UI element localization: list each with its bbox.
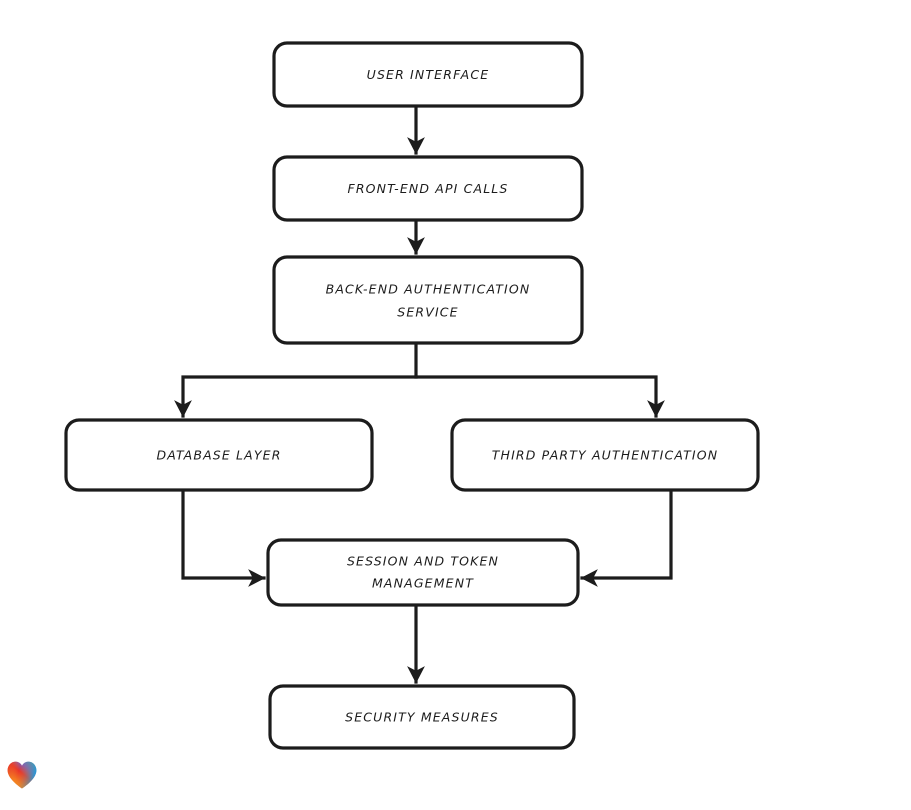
node-third-party-authentication[interactable]: THIRD PARTY AUTHENTICATION (450, 418, 760, 492)
node-front-end-api-calls-label: FRONT-END API CALLS (347, 181, 508, 196)
node-security-measures[interactable]: SECURITY MEASURES (268, 684, 576, 750)
node-session-and-token-management-box[interactable] (266, 538, 580, 607)
connector-layer (174, 104, 673, 684)
node-back-end-authentication-service-label-line1: BACK-END AUTHENTICATION (326, 282, 531, 297)
node-user-interface-label: USER INTERFACE (367, 67, 490, 82)
edge-database-to-session (181, 488, 266, 587)
edge-backend-to-database (174, 341, 418, 418)
node-front-end-api-calls[interactable]: FRONT-END API CALLS (272, 155, 584, 222)
edge-thirdparty-to-session (580, 488, 673, 587)
node-user-interface[interactable]: USER INTERFACE (272, 41, 584, 108)
node-session-and-token-management-label-line1: SESSION AND TOKEN (347, 554, 499, 569)
node-session-and-token-management-label-line2: MANAGEMENT (372, 576, 474, 591)
edge-backend-to-thirdparty (414, 375, 665, 418)
node-session-and-token-management[interactable]: SESSION AND TOKEN MANAGEMENT (266, 538, 580, 607)
node-security-measures-box[interactable] (268, 684, 576, 750)
node-database-layer[interactable]: DATABASE LAYER (64, 418, 374, 492)
node-third-party-authentication-label: THIRD PARTY AUTHENTICATION (492, 448, 719, 463)
node-back-end-authentication-service-box[interactable] (272, 255, 584, 345)
node-back-end-authentication-service[interactable]: BACK-END AUTHENTICATION SERVICE (272, 255, 584, 345)
node-user-interface-box[interactable] (272, 41, 584, 108)
node-front-end-api-calls-box[interactable] (272, 155, 584, 222)
node-third-party-authentication-box[interactable] (450, 418, 760, 492)
node-back-end-authentication-service-label-line2: SERVICE (397, 305, 458, 320)
node-security-measures-label: SECURITY MEASURES (345, 710, 499, 725)
node-database-layer-box[interactable] (64, 418, 374, 492)
heart-icon (7, 761, 37, 789)
node-database-layer-label: DATABASE LAYER (156, 448, 281, 463)
